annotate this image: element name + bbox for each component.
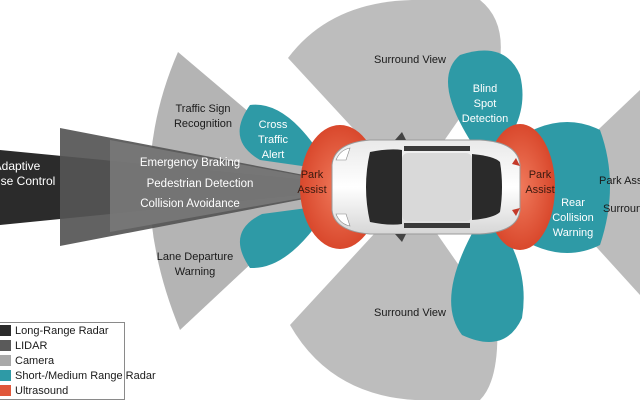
- legend-item: Long-Range Radar: [0, 323, 124, 338]
- legend-label: LIDAR: [15, 339, 48, 352]
- legend-swatch: [0, 325, 11, 336]
- adaptive-cruise-label: Adaptive Cruise Control: [0, 159, 56, 188]
- surround-view-bottom-label: Surround View: [374, 307, 446, 319]
- rear-collision-label: Rear Collision Warning: [552, 197, 594, 239]
- car-icon: [331, 132, 521, 242]
- park-assist-front-label: Park Assist: [297, 169, 327, 196]
- surround-view-top-zone: [288, 0, 501, 190]
- legend-label: Short-/Medium Range Radar: [15, 369, 156, 382]
- legend-swatch: [0, 355, 11, 366]
- surround-right-label: Surround: [603, 203, 640, 215]
- park-assist-rear-label: Park Assist: [525, 169, 555, 196]
- traffic-sign-label: Traffic Sign Recognition: [173, 103, 233, 130]
- legend-swatch: [0, 340, 11, 351]
- blind-spot-bottom-lobe: [451, 225, 524, 343]
- emergency-braking-label: Emergency Braking: [139, 157, 241, 169]
- legend-swatch: [0, 370, 11, 381]
- legend-label: Long-Range Radar: [15, 324, 109, 337]
- legend-label: Ultrasound: [15, 384, 69, 397]
- surround-view-bottom-zone: [290, 195, 498, 400]
- lane-departure-label: Lane Departure Warning: [156, 251, 234, 278]
- pedestrian-detection-label: Pedestrian Detection: [146, 178, 254, 190]
- legend-item: Ultrasound: [0, 383, 124, 398]
- park-assist-right-label: Park Assist: [599, 175, 640, 187]
- legend-label: Camera: [15, 354, 55, 367]
- blind-spot-label: Blind Spot Detection: [461, 83, 509, 125]
- legend-item: Camera: [0, 353, 124, 368]
- camera-beam: [110, 140, 330, 232]
- collision-avoidance-label: Collision Avoidance: [140, 198, 240, 210]
- cross-traffic-label: Cross Traffic Alert: [258, 119, 288, 161]
- surround-view-top-label: Surround View: [374, 54, 446, 66]
- legend-item: LIDAR: [0, 338, 124, 353]
- blind-spot-top-lobe: [448, 50, 523, 150]
- legend-item: Short-/Medium Range Radar: [0, 368, 156, 383]
- legend-swatch: [0, 385, 11, 396]
